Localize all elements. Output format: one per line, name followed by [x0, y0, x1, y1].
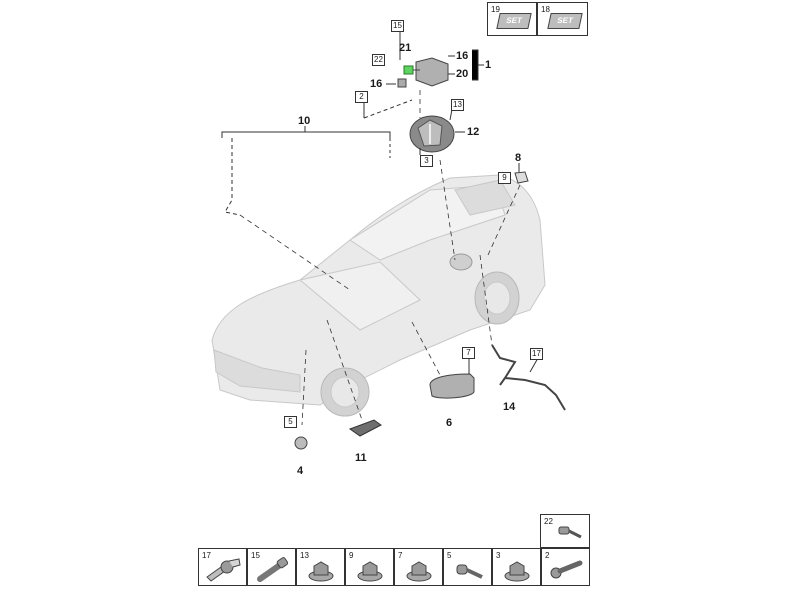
fastener-number: 22 [544, 517, 553, 526]
label-box-3: 3 [420, 155, 433, 167]
wiring-harness-14 [491, 344, 566, 411]
bracket-10 [221, 126, 391, 216]
fastener-row: 17 15 13 9 7 5 [198, 548, 590, 586]
fastener-tile-9[interactable]: 9 [345, 548, 394, 586]
fastener-tile-7[interactable]: 7 [394, 548, 443, 586]
nut-icon [357, 561, 383, 582]
set-badge-icon: SET [496, 13, 532, 29]
callout-12: 12 [467, 126, 480, 138]
fastener-number: 3 [496, 551, 501, 560]
callout-6: 6 [446, 417, 453, 429]
leader-lines [239, 90, 521, 426]
control-unit-1 [397, 57, 449, 88]
fastener-tile-17[interactable]: 17 [198, 548, 247, 586]
nut-icon [406, 561, 432, 582]
set-badge-icon: SET [547, 13, 583, 29]
fastener-number: 17 [202, 551, 211, 560]
callout-16-left: 16 [370, 78, 383, 90]
label-box-13: 13 [451, 99, 464, 111]
fastener-number: 9 [349, 551, 354, 560]
fastener-tile-15[interactable]: 15 [247, 548, 296, 586]
callout-14: 14 [503, 401, 516, 413]
fastener-number: 7 [398, 551, 403, 560]
callout-11: 11 [355, 452, 367, 464]
sensor-8 [514, 171, 529, 184]
label-box-5: 5 [284, 416, 297, 428]
bolt-icon [257, 557, 289, 582]
kit-tile-19[interactable]: 19 SET [487, 2, 537, 36]
callout-10: 10 [298, 115, 311, 127]
screw-icon [456, 564, 483, 579]
callout-1: 1 [485, 59, 492, 71]
fastener-number: 5 [447, 551, 452, 560]
label-box-17: 17 [530, 348, 543, 360]
label-box-22: 22 [372, 54, 385, 66]
module-6 [429, 373, 475, 399]
callout-4: 4 [297, 465, 304, 477]
fastener-number: 15 [251, 551, 260, 560]
fastener-number: 2 [545, 551, 550, 560]
callout-21: 21 [399, 42, 412, 54]
kit-number: 19 [491, 5, 500, 14]
kit-tile-18[interactable]: 18 SET [537, 2, 588, 36]
nut-icon [504, 561, 530, 582]
fastener-number: 13 [300, 551, 309, 560]
callout-8: 8 [515, 152, 522, 164]
kit-number: 18 [541, 5, 550, 14]
label-box-9: 9 [498, 172, 511, 184]
callout-20: 20 [456, 68, 469, 80]
callout-16-top: 16 [456, 50, 469, 62]
fastener-tile-2[interactable]: 2 [541, 548, 590, 586]
label-box-15: 15 [391, 20, 404, 32]
screw-icon [558, 526, 582, 539]
label-box-7: 7 [462, 347, 475, 359]
fastener-tile-13[interactable]: 13 [296, 548, 345, 586]
set-badge-text: SET [505, 16, 523, 25]
set-badge-text: SET [556, 16, 574, 25]
fastener-tile-22[interactable]: 22 [540, 514, 590, 548]
callout-ticks [356, 32, 539, 374]
clip-icon [206, 558, 241, 582]
fastener-tile-5[interactable]: 5 [443, 548, 492, 586]
bolt-icon [550, 560, 583, 579]
part-11 [348, 419, 382, 437]
label-box-2: 2 [355, 91, 368, 103]
nut-icon [308, 561, 334, 582]
fastener-tile-3[interactable]: 3 [492, 548, 541, 586]
part-4 [294, 436, 308, 450]
vehicle-outline [211, 174, 546, 417]
rain-light-sensor-12 [409, 115, 455, 153]
